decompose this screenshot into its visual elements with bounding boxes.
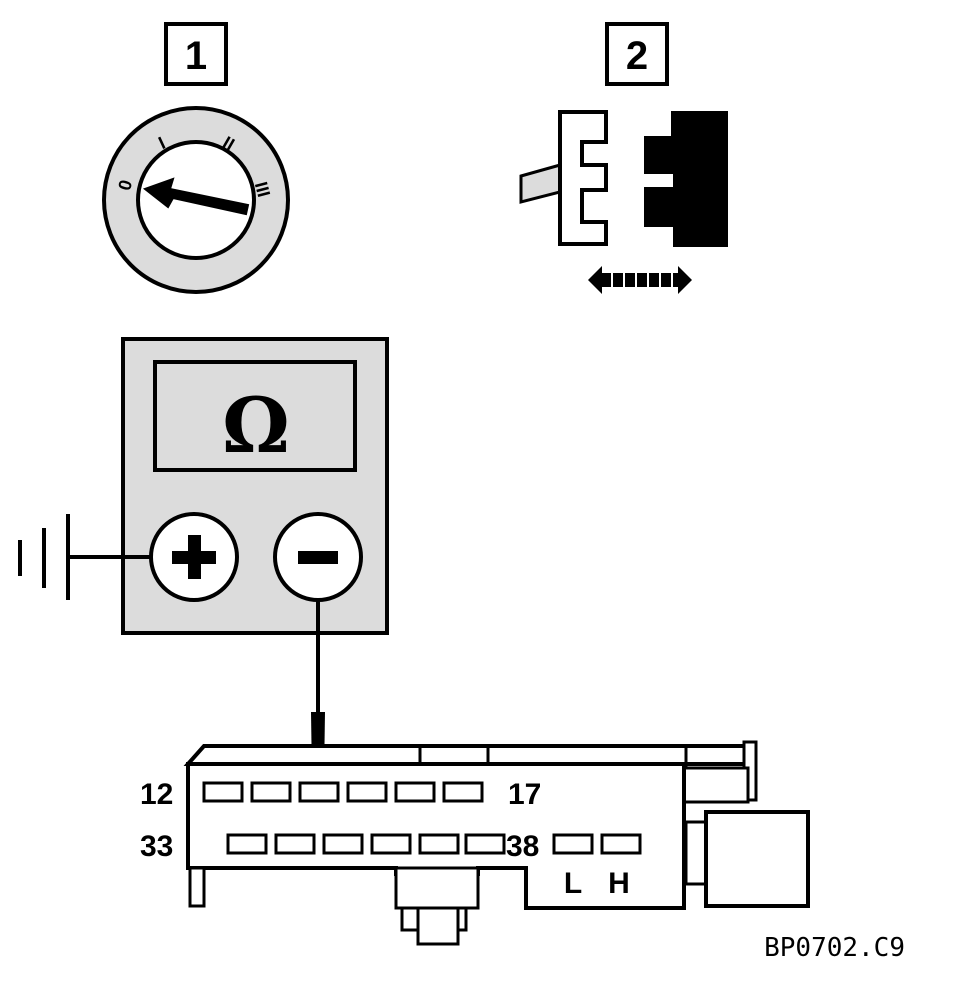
connector-plug-half [558, 110, 608, 246]
pin-label-12: 12 [140, 778, 173, 811]
negative-terminal: − [273, 512, 363, 602]
ohmmeter: Ω + − [121, 337, 389, 635]
ignition-key-arrow-icon [142, 177, 250, 216]
can-high-label: H [608, 867, 630, 900]
step-2-number: 2 [626, 34, 648, 78]
ohmmeter-display [153, 360, 357, 472]
pin-14 [298, 781, 340, 803]
ecu-connector: 12 17 33 38 L H [140, 740, 810, 946]
pin-label-38: 38 [506, 830, 539, 863]
ohm-symbol: Ω [222, 381, 290, 470]
can-low-label: L [564, 867, 582, 900]
pin-15 [346, 781, 388, 803]
pin-row-1 [202, 781, 484, 803]
pin-34 [274, 833, 316, 855]
ignition-switch-icon: 0 I II III [102, 106, 290, 294]
pin-can-high [600, 833, 642, 855]
ground-icon [18, 514, 151, 600]
pin-can-low [552, 833, 594, 855]
pin-33 [226, 833, 268, 855]
connector-disconnect-icon [519, 110, 728, 294]
pin-37 [418, 833, 460, 855]
pin-label-33: 33 [140, 830, 173, 863]
step-1-number: 1 [185, 34, 207, 78]
pin-13 [250, 781, 292, 803]
double-arrow-icon [588, 266, 692, 294]
pin-36 [370, 833, 412, 855]
pin-12 [202, 781, 244, 803]
pin-17 [442, 781, 484, 803]
pin-row-2 [226, 833, 642, 855]
reference-code: BP0702.C9 [764, 933, 905, 963]
pin-16 [394, 781, 436, 803]
ignition-position-3: III [251, 180, 274, 200]
pin-38 [464, 833, 506, 855]
ignition-position-0: 0 [114, 178, 136, 193]
pin-35 [322, 833, 364, 855]
step-1-box: 1 [164, 22, 228, 86]
pin-label-17: 17 [508, 778, 541, 811]
connector-socket-half [644, 111, 728, 247]
step-2-box: 2 [605, 22, 669, 86]
